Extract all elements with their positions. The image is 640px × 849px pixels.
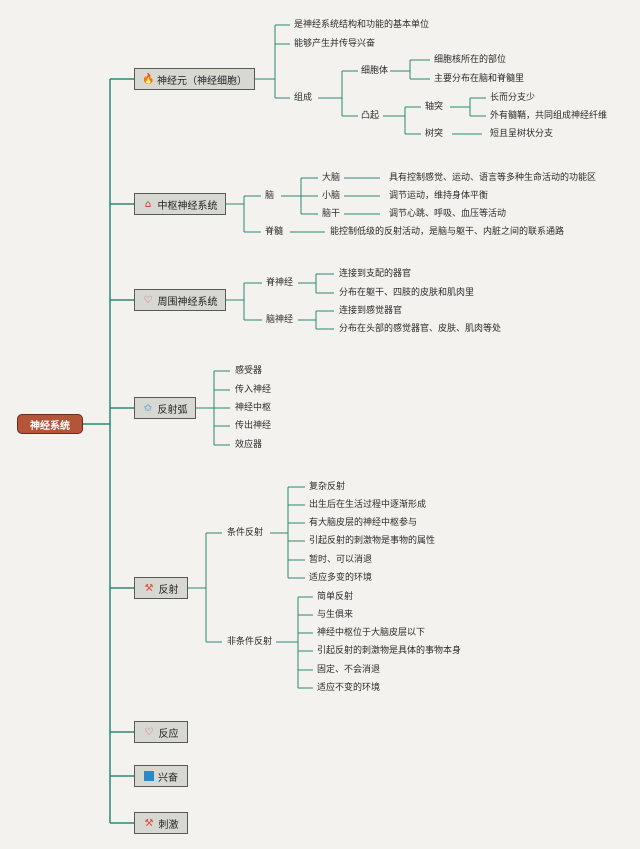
- reflex-c-item: 有大脑皮层的神经中枢参与: [309, 518, 418, 528]
- reflex-conditioned[interactable]: 条件反射: [227, 528, 264, 538]
- node-neuron[interactable]: 🔥 神经元（神经细胞）: [134, 68, 255, 90]
- peripheral-sn-1: 连接到支配的器官: [339, 269, 412, 279]
- node-arc[interactable]: ✩ 反射弧: [134, 397, 196, 419]
- node-reflex-label: 反射: [158, 584, 179, 596]
- neuron-dendrite-1: 短且呈树状分支: [490, 129, 554, 139]
- central-cerebellum-desc: 调节运动，维持身体平衡: [389, 191, 489, 201]
- tools-icon: ⚒: [144, 582, 154, 594]
- central-brainstem[interactable]: 脑干: [322, 209, 341, 219]
- node-excite-label: 兴奋: [158, 772, 178, 784]
- reflex-u-item: 简单反射: [317, 592, 354, 602]
- arc-item: 传出神经: [235, 421, 272, 431]
- reflex-u-item: 适应不变的环境: [317, 683, 381, 693]
- reflex-u-item: 与生俱来: [317, 610, 354, 620]
- neuron-soma-1: 细胞核所在的部位: [434, 55, 507, 65]
- neuron-axon-1: 长而分支少: [490, 93, 536, 103]
- neuron-desc-2: 能够产生并传导兴奋: [294, 39, 376, 49]
- neuron-desc-1: 是神经系统结构和功能的基本单位: [294, 20, 430, 30]
- neuron-soma[interactable]: 细胞体: [361, 66, 389, 76]
- flame-icon: 🔥: [142, 73, 155, 85]
- central-cerebellum[interactable]: 小脑: [322, 191, 341, 201]
- tools-icon: ⚒: [144, 817, 154, 829]
- arc-item: 效应器: [235, 440, 263, 450]
- reflex-c-item: 暂时、可以消退: [309, 555, 373, 565]
- peripheral-spinal-nerve[interactable]: 脊神经: [266, 278, 294, 288]
- reflex-c-item: 引起反射的刺激物是事物的属性: [309, 536, 436, 546]
- arc-item: 神经中枢: [235, 403, 272, 413]
- peripheral-cranial-nerve[interactable]: 脑神经: [266, 315, 294, 325]
- peripheral-cn-2: 分布在头部的感觉器官、皮肤、肌肉等处: [339, 324, 502, 334]
- root-node[interactable]: 神经系统: [17, 414, 83, 434]
- node-stimulus-label: 刺激: [158, 819, 179, 831]
- reflex-u-item: 神经中枢位于大脑皮层以下: [317, 628, 426, 638]
- root-label: 神经系统: [30, 420, 70, 432]
- heart-icon: ♡: [143, 294, 153, 306]
- node-peripheral-label: 周围神经系统: [157, 296, 218, 308]
- heart-icon: ♡: [144, 726, 154, 738]
- arc-item: 感受器: [235, 366, 263, 376]
- arc-item: 传入神经: [235, 385, 272, 395]
- node-excite[interactable]: 兴奋: [134, 765, 188, 787]
- neuron-process[interactable]: 凸起: [361, 111, 380, 121]
- central-brain[interactable]: 脑: [265, 191, 275, 201]
- neuron-dendrite[interactable]: 树突: [425, 129, 444, 139]
- reflex-u-item: 引起反射的刺激物是具体的事物本身: [317, 646, 462, 656]
- node-neuron-label: 神经元（神经细胞）: [157, 75, 247, 87]
- node-arc-label: 反射弧: [157, 404, 188, 416]
- node-central[interactable]: ⌂ 中枢神经系统: [134, 193, 226, 215]
- reflex-u-item: 固定、不会消退: [317, 665, 381, 675]
- peripheral-cn-1: 连接到感觉器官: [339, 306, 403, 316]
- reflex-c-item: 出生后在生活过程中逐渐形成: [309, 500, 427, 510]
- flag-icon: [144, 771, 154, 781]
- node-stimulus[interactable]: ⚒ 刺激: [134, 812, 188, 834]
- node-response[interactable]: ♡ 反应: [134, 721, 188, 743]
- neuron-axon[interactable]: 轴突: [425, 102, 444, 112]
- central-cerebrum[interactable]: 大脑: [322, 173, 341, 183]
- star-icon: ✩: [143, 402, 153, 414]
- node-central-label: 中枢神经系统: [157, 200, 218, 212]
- reflex-c-item: 复杂反射: [309, 482, 346, 492]
- central-brainstem-desc: 调节心跳、呼吸、血压等活动: [389, 209, 507, 219]
- node-reflex[interactable]: ⚒ 反射: [134, 577, 188, 599]
- neuron-composition[interactable]: 组成: [294, 93, 313, 103]
- node-response-label: 反应: [158, 728, 179, 740]
- neuron-axon-2: 外有髓鞘，共同组成神经纤维: [490, 111, 608, 121]
- central-cerebrum-desc: 具有控制感觉、运动、语言等多种生命活动的功能区: [389, 173, 597, 183]
- reflex-c-item: 适应多变的环境: [309, 573, 373, 583]
- node-peripheral[interactable]: ♡ 周围神经系统: [134, 289, 226, 311]
- peripheral-sn-2: 分布在躯干、四肢的皮肤和肌肉里: [339, 288, 475, 298]
- reflex-unconditioned[interactable]: 非条件反射: [227, 637, 273, 647]
- central-spinal[interactable]: 脊髓: [265, 227, 284, 237]
- central-spinal-desc: 能控制低级的反射活动，是脑与躯干、内脏之间的联系通路: [330, 227, 565, 237]
- neuron-soma-2: 主要分布在脑和脊髓里: [434, 74, 525, 84]
- house-icon: ⌂: [144, 198, 152, 210]
